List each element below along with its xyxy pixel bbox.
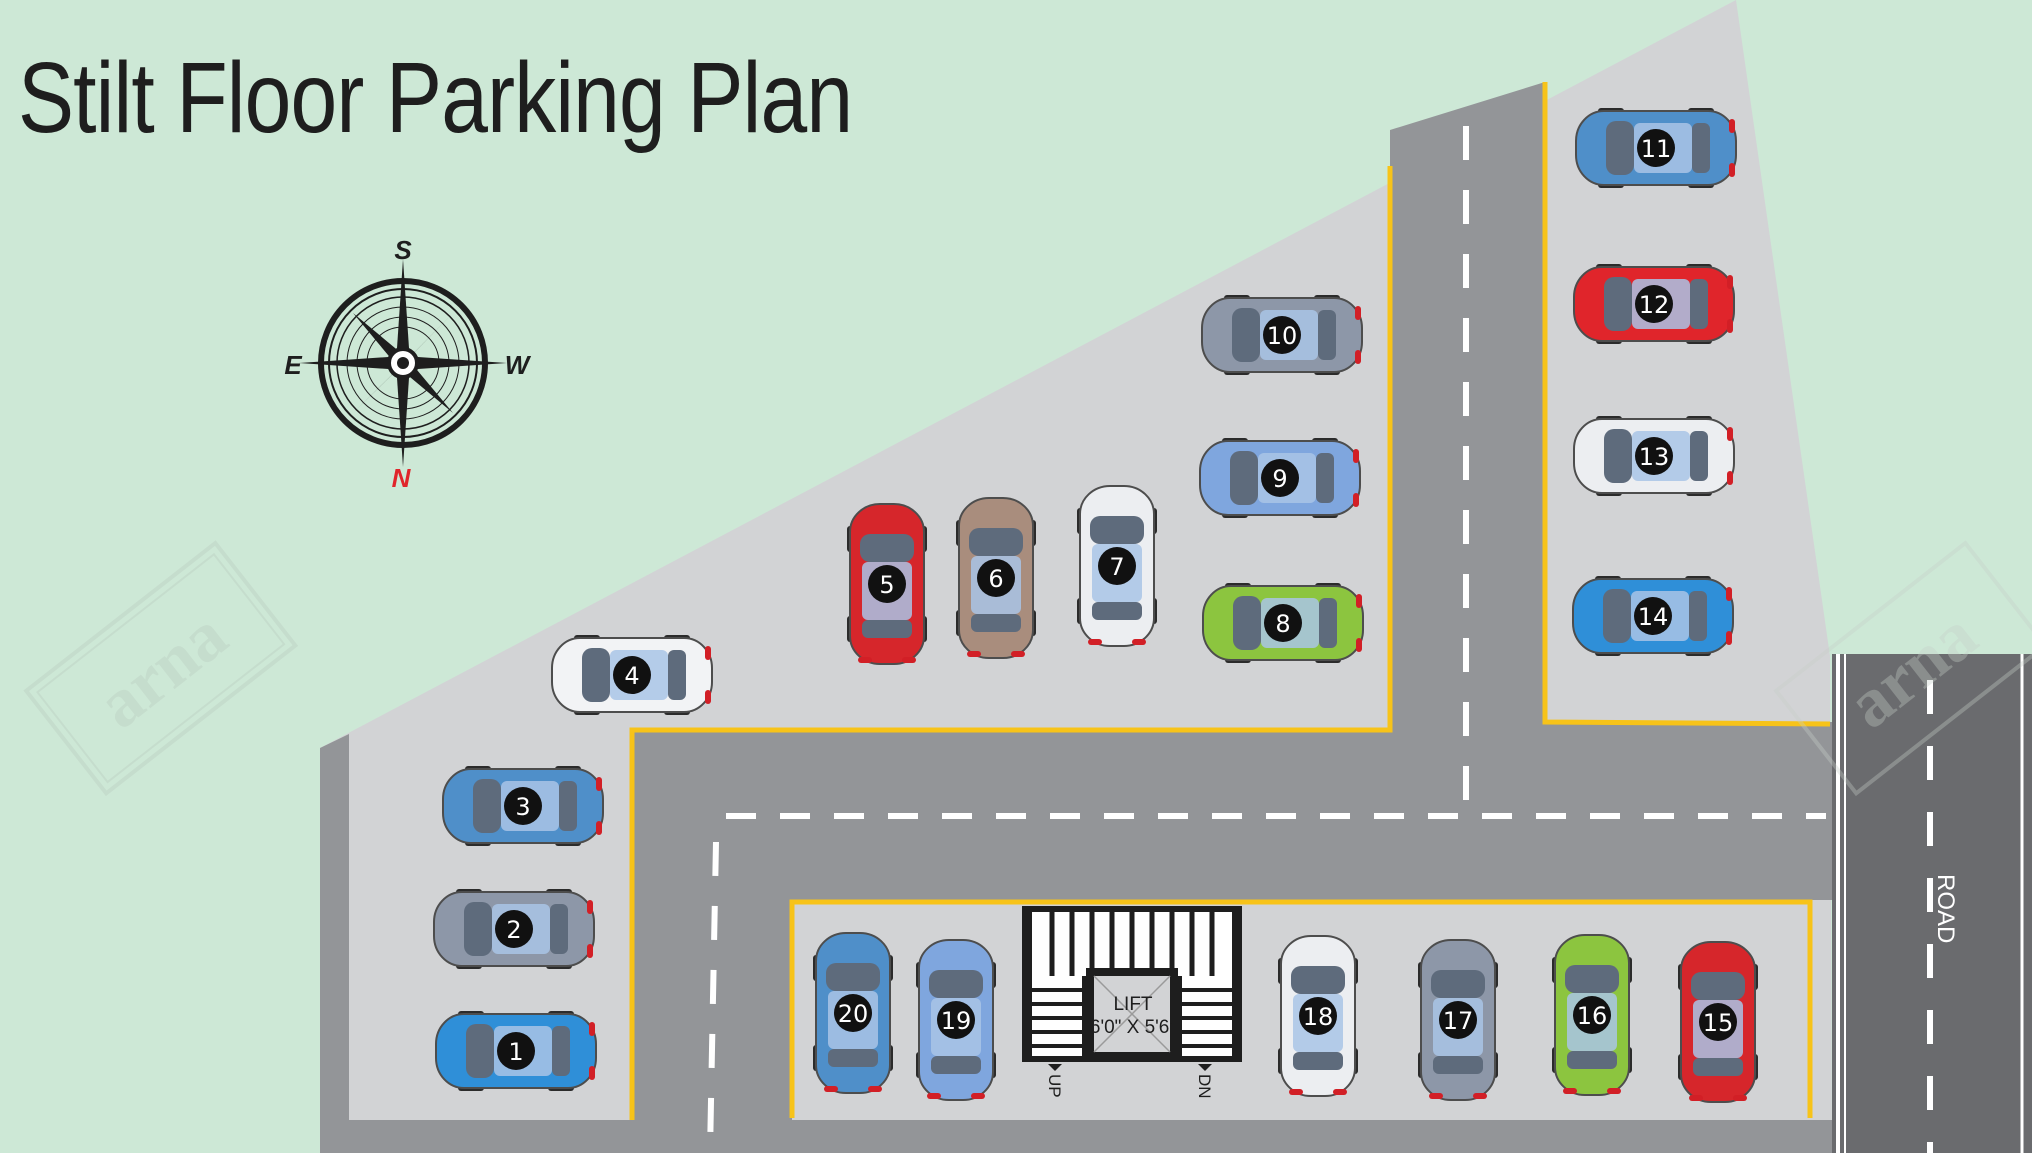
car-number-badge: 4	[613, 656, 651, 694]
car-number-badge: 17	[1439, 1001, 1477, 1039]
car-number-label: 4	[624, 662, 639, 690]
car-4: 4	[551, 635, 713, 715]
compass-label-right: W	[505, 350, 532, 380]
car-6: 6	[956, 497, 1036, 659]
car-number-label: 14	[1638, 603, 1669, 631]
car-11: 11	[1575, 108, 1737, 188]
car-number-badge: 14	[1634, 597, 1672, 635]
car-number-label: 12	[1639, 291, 1670, 319]
svg-text:arna: arna	[83, 597, 241, 744]
car-number-label: 13	[1639, 443, 1670, 471]
car-number-label: 1	[508, 1038, 523, 1066]
down-arrow-icon	[1198, 1064, 1212, 1071]
stair-down-label: DN	[1195, 1074, 1214, 1099]
car-number-badge: 8	[1264, 604, 1302, 642]
car-7: 7	[1077, 485, 1157, 647]
watermark-left: arna	[23, 540, 299, 797]
car-2: 2	[433, 889, 595, 969]
stair-up-label: UP	[1045, 1074, 1064, 1098]
car-number-badge: 3	[504, 787, 542, 825]
car-16: 16	[1552, 934, 1632, 1096]
car-number-label: 6	[988, 565, 1003, 593]
car-number-label: 8	[1275, 610, 1290, 638]
car-number-badge: 18	[1299, 997, 1337, 1035]
car-number-label: 15	[1703, 1009, 1734, 1037]
car-number-badge: 12	[1635, 285, 1673, 323]
car-number-badge: 5	[868, 565, 906, 603]
car-number-label: 5	[879, 571, 894, 599]
car-number-badge: 1	[497, 1032, 535, 1070]
car-number-label: 2	[506, 916, 521, 944]
car-20: 20	[813, 932, 893, 1094]
car-15: 15	[1678, 941, 1758, 1103]
boundary-line	[629, 166, 1393, 1120]
car-number-label: 10	[1267, 322, 1298, 350]
compass-label-left: E	[284, 350, 302, 380]
car-number-label: 17	[1443, 1007, 1474, 1035]
car-number-label: 19	[941, 1007, 972, 1035]
car-number-label: 16	[1577, 1002, 1608, 1030]
car-18: 18	[1278, 935, 1358, 1097]
car-number-label: 20	[838, 1000, 869, 1028]
car-17: 17	[1418, 939, 1498, 1101]
car-10: 10	[1201, 295, 1363, 375]
car-9: 9	[1199, 438, 1361, 518]
lift-size-label: 6'0" X 5'6"	[1090, 1017, 1176, 1038]
car-13: 13	[1573, 416, 1735, 496]
main-driveway	[632, 82, 1832, 1120]
car-number-label: 18	[1303, 1003, 1334, 1031]
boundary-line	[789, 899, 1813, 1118]
car-number-badge: 19	[937, 1001, 975, 1039]
car-number-badge: 15	[1699, 1003, 1737, 1041]
car-3: 3	[442, 766, 604, 846]
lower-lane	[632, 1120, 1832, 1153]
car-number-badge: 2	[495, 910, 533, 948]
page-title: Stilt Floor Parking Plan	[18, 42, 853, 154]
car-number-label: 9	[1272, 465, 1287, 493]
lift-label: LIFT	[1113, 994, 1152, 1015]
car-number-label: 3	[515, 793, 530, 821]
compass-label-bottom: N	[392, 463, 412, 493]
car-number-badge: 7	[1098, 547, 1136, 585]
compass-rose-icon: S N E W	[284, 235, 531, 493]
car-number-badge: 13	[1635, 437, 1673, 475]
car-number-badge: 16	[1573, 996, 1611, 1034]
car-number-badge: 10	[1263, 316, 1301, 354]
car-12: 12	[1573, 264, 1735, 344]
car-5: 5	[847, 503, 927, 665]
car-14: 14	[1572, 576, 1734, 656]
boundary-line	[1542, 82, 1831, 727]
up-arrow-icon	[1048, 1064, 1062, 1071]
stair-lift-core: LIFT 6'0" X 5'6" UP DN	[1022, 906, 1242, 1099]
car-number-label: 11	[1641, 135, 1672, 163]
car-number-badge: 6	[977, 559, 1015, 597]
car-number-badge: 9	[1261, 459, 1299, 497]
car-1: 1	[435, 1011, 597, 1091]
car-number-badge: 20	[834, 994, 872, 1032]
road-label: ROAD	[1932, 874, 1959, 943]
car-number-label: 7	[1109, 553, 1124, 581]
lane-dashes	[707, 841, 719, 1153]
compass-label-top: S	[394, 235, 412, 265]
car-19: 19	[916, 939, 996, 1101]
car-8: 8	[1202, 583, 1364, 663]
car-number-badge: 11	[1637, 129, 1675, 167]
